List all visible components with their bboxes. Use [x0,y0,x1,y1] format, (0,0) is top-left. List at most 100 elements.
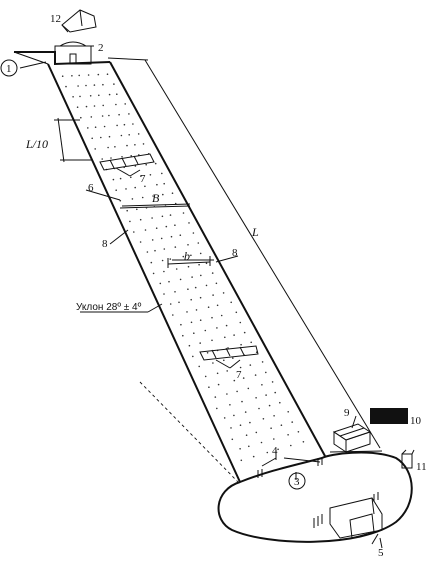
control-box-11 [401,449,415,469]
surface-dot [279,401,281,404]
surface-dot [130,176,132,179]
surface-dot [187,265,190,268]
label-7-upper: 7 [140,173,146,185]
surface-dot [214,396,217,398]
surface-dot [291,421,294,423]
surface-dot [270,427,272,430]
surface-dot [239,448,241,450]
surface-dot [179,234,182,236]
surface-dot [72,96,74,98]
surface-dot [175,268,178,270]
surface-dot [115,189,117,191]
surface-dot [61,75,64,77]
surface-dot [137,133,140,135]
surface-dot [125,188,127,190]
surface-dot [156,183,158,186]
surface-dot [198,365,200,368]
surface-dot [216,304,219,307]
surface-dot [93,105,96,107]
label-width-partial: b [184,249,190,263]
surface-dot [85,84,87,87]
surface-dot [112,178,115,181]
surface-dot [93,84,96,86]
surface-dot [170,235,173,238]
surface-dot [205,262,208,265]
surface-dot [225,324,228,327]
surface-dot [266,451,269,454]
surface-dot [245,434,248,437]
surface-dot [145,207,148,209]
surface-dot [108,93,111,96]
pipe-outlets-4 [257,457,323,478]
surface-dot [163,293,165,295]
surface-dot [133,231,135,233]
surface-dot [274,391,277,394]
surface-dot [233,334,235,336]
surface-dot [150,261,153,264]
surface-dot [239,366,242,369]
surface-dot [271,381,274,383]
surface-dot [116,93,118,95]
surface-dot [244,411,247,413]
surface-dot [182,255,185,258]
surface-dot [142,143,145,145]
surface-dot [252,455,255,458]
surface-dot [179,278,182,281]
surface-dot [103,125,106,128]
surface-dot [87,74,90,76]
surface-dot [206,352,209,354]
surface-dot [163,182,165,185]
surface-dot [161,259,164,262]
bottom-basin [217,451,413,543]
label-length: L [251,225,259,239]
surface-dot [180,323,182,326]
surface-dot [129,220,131,223]
surface-dot [199,252,202,255]
surface-dot [77,85,79,87]
surface-dot [169,258,172,260]
surface-dot [302,441,305,443]
surface-dot [261,384,263,386]
power-unit-10 [370,408,408,424]
surface-dot [223,359,225,362]
surface-dot [113,83,115,85]
surface-dot [297,431,300,433]
surface-dot [161,172,163,175]
surface-dot [280,424,283,427]
surface-dot [140,175,142,177]
surface-dot [211,272,214,274]
surface-dot [255,397,257,399]
surface-dot [240,343,242,346]
surface-dot [171,192,174,194]
label-width-full: B [152,191,160,205]
surface-dot [108,135,111,138]
length-dimension [107,57,383,453]
surface-dot [131,198,134,200]
surface-dot [144,185,146,188]
surface-dot [80,116,82,119]
surface-dot [273,438,275,440]
surface-dot [90,116,93,118]
surface-dot [254,374,257,376]
surface-dot [141,196,144,199]
surface-dot [123,123,126,126]
label-length-tenth: L/10 [25,137,48,151]
surface-dot [190,321,193,324]
surface-dot [115,103,117,106]
surface-dot [152,272,155,275]
surface-dot [71,75,73,77]
surface-dot [192,232,195,234]
surface-dot [145,163,147,166]
surface-dot [190,298,192,301]
label-6: 6 [88,182,94,194]
surface-dot [230,427,232,429]
surface-dot [241,400,243,403]
leader-lines [80,45,383,549]
label-5: 5 [378,547,384,559]
surface-dot [107,146,109,149]
surface-dot [155,227,158,229]
surface-dot [258,407,260,410]
label-7-lower: 7 [236,369,242,381]
surface-dot [247,387,250,390]
